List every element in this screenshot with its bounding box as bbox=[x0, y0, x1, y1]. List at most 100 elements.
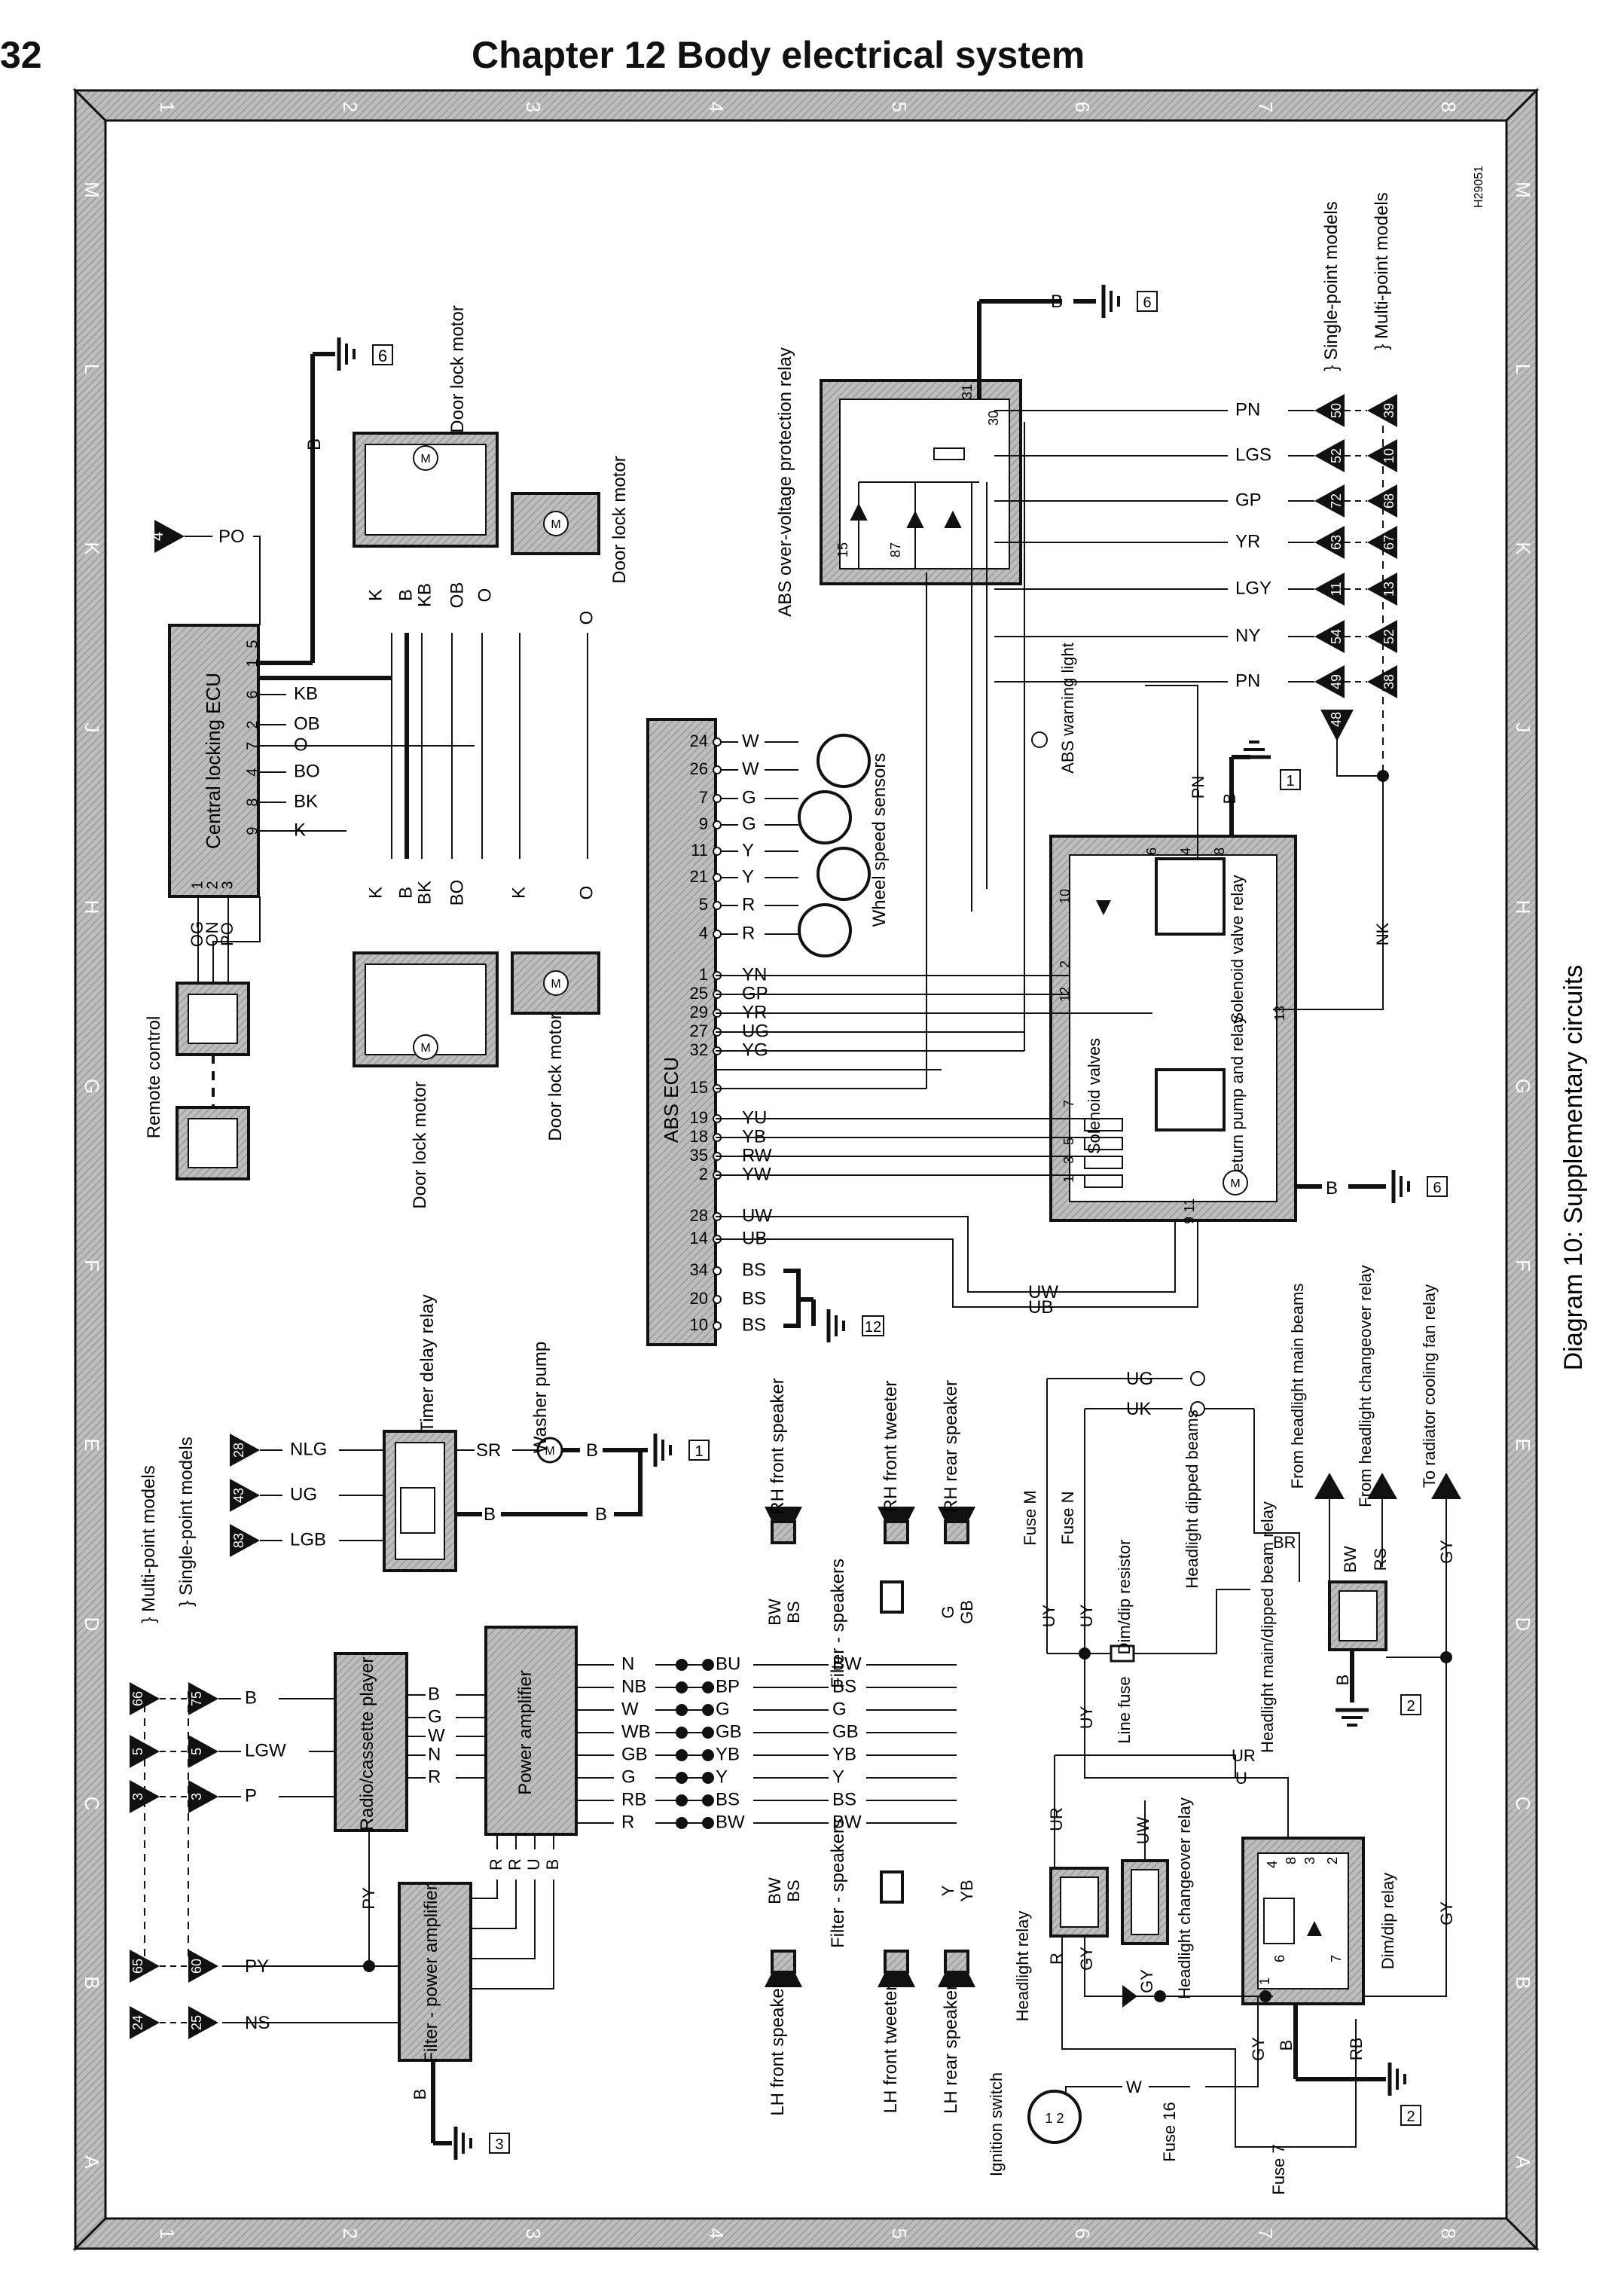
rs-wire-label: RS bbox=[1371, 1548, 1390, 1571]
lh_rear_wires-1: YB bbox=[957, 1880, 976, 1901]
cl-ecu-pin-4: 4 bbox=[244, 768, 261, 776]
abs-ecu-wire-17: YW bbox=[742, 1164, 771, 1184]
abs-ecu-wire-10: YR bbox=[742, 1002, 767, 1022]
abs-ecu-pin-15: 15 bbox=[690, 1078, 708, 1097]
filter-amp-wire-0: R bbox=[487, 1858, 505, 1870]
rh-front-tweeter-label: RH front tweeter bbox=[881, 1381, 901, 1513]
earth-6-hu bbox=[1394, 1170, 1409, 1203]
fuse-7-label: Fuse 7 bbox=[1269, 2144, 1288, 2194]
lh_front_wires-1: BS bbox=[784, 1880, 803, 1901]
abs-fuse-sp-label-1: 52 bbox=[1329, 448, 1344, 463]
earth-12-label: 12 bbox=[865, 1319, 881, 1336]
abs-fuse-sp-label-3: 63 bbox=[1329, 535, 1344, 550]
main-beams-arrow bbox=[1314, 1473, 1345, 1499]
amp-splice-b-3 bbox=[702, 1727, 714, 1739]
border-letter-right-L: L bbox=[1512, 364, 1534, 374]
cl-wire-kb-0: KB bbox=[294, 683, 318, 704]
lh-front-speaker-label: LH front speaker bbox=[768, 1982, 788, 2115]
abs-ecu-pin-terminal-5 bbox=[713, 873, 722, 882]
earth-6-cl-label: 6 bbox=[378, 347, 387, 365]
abs-feed-wire-lgs-1: LGS bbox=[1235, 444, 1271, 465]
abs-ecu-pin-34: 34 bbox=[690, 1260, 708, 1279]
remote-control-label: Remote control bbox=[144, 1016, 164, 1139]
border-number-bottom-3: 3 bbox=[522, 2228, 545, 2239]
main-dipped-b-label: B bbox=[1333, 1675, 1352, 1686]
washer-feed-lgb: LGB bbox=[290, 1529, 326, 1550]
cl-wire-o-2: O bbox=[294, 734, 308, 755]
cl-lower-wire-2: BK bbox=[414, 881, 435, 905]
ub-wire-label: UB bbox=[1028, 1297, 1053, 1318]
speaker-wire-a-1: BP bbox=[716, 1676, 740, 1696]
abs-ecu-pin-terminal-2 bbox=[713, 794, 722, 803]
py-wire-label: PY bbox=[359, 1887, 378, 1910]
sr-wire-label: SR bbox=[476, 1440, 501, 1461]
radio-feed-b: B bbox=[245, 1687, 257, 1708]
solenoid-valve-relay-label: Solenoid valve relay bbox=[1228, 875, 1247, 1024]
abs-ecu-pin-18: 18 bbox=[690, 1127, 708, 1146]
earth-2-main-label: 2 bbox=[1406, 1698, 1415, 1715]
uw-wire-2-label: UW bbox=[1134, 1816, 1152, 1844]
hu-pin-3-11: 3 bbox=[1061, 1156, 1076, 1164]
fuse-48-label: 48 bbox=[1329, 712, 1344, 727]
abs-fuse-mp-label-6: 38 bbox=[1381, 674, 1397, 689]
earth-6-hu-label: 6 bbox=[1433, 1180, 1441, 1196]
earth-3 bbox=[456, 2127, 471, 2160]
page-number: 32 bbox=[0, 34, 42, 76]
rh-front-speaker bbox=[771, 1520, 796, 1544]
ns_fuses-25 bbox=[188, 2006, 218, 2039]
lh_rear_wires-0: Y bbox=[939, 1885, 957, 1896]
abs-ecu-pin-35: 35 bbox=[690, 1146, 708, 1165]
rh-filter-speakers-label: Filter - speakers bbox=[828, 1559, 848, 1688]
abs-ecu-wire-4: Y bbox=[742, 840, 754, 860]
radio-wire-n: N bbox=[428, 1744, 441, 1764]
ovp-pin-15: 15 bbox=[835, 542, 850, 557]
speaker-wire-a-4: YB bbox=[716, 1744, 740, 1764]
cl-lower-wire-5: O bbox=[576, 886, 597, 900]
amp-splice-a-0 bbox=[676, 1659, 688, 1671]
abs-ecu-wire-16: RW bbox=[742, 1145, 772, 1165]
filter-power-amplifier-label: Filter - power amplifier bbox=[421, 1884, 441, 2063]
line-fuse-label: Line fuse bbox=[1115, 1676, 1134, 1743]
abs-ecu-wire-18: UW bbox=[742, 1205, 772, 1226]
amp-splice-a-1 bbox=[676, 1681, 688, 1693]
border-number-bottom-4: 4 bbox=[705, 2228, 728, 2239]
cl-upper-wire-2: KB bbox=[414, 583, 435, 607]
abs-ecu-pin-terminal-7 bbox=[713, 930, 722, 939]
washer-b1-label: B bbox=[586, 1440, 598, 1461]
abs-warning-light-label: ABS warning light bbox=[1058, 643, 1077, 774]
lh-filter-speaker bbox=[880, 1870, 904, 1904]
border-number-top-8: 8 bbox=[1437, 102, 1460, 112]
earth-6-cl bbox=[339, 337, 354, 371]
abs-ecu-pin-32: 32 bbox=[690, 1040, 708, 1059]
dim-dip-resistor-label: Dim/dip resistor bbox=[1115, 1540, 1134, 1655]
border-number-top-3: 3 bbox=[522, 102, 545, 112]
radio-fuse-sp-3 bbox=[188, 1780, 218, 1813]
abs-fuse-sp-50 bbox=[1314, 394, 1345, 427]
radio-wire-g: G bbox=[428, 1706, 442, 1727]
abs-ecu-wire-15: YB bbox=[742, 1126, 766, 1147]
earth-1-hu-label: 1 bbox=[1286, 773, 1294, 789]
abs-ecu-pin-7: 7 bbox=[699, 788, 708, 807]
abs-ecu-pin-20: 20 bbox=[690, 1289, 708, 1308]
amp-splice-a-5 bbox=[676, 1772, 688, 1784]
fuse-n-label: Fuse N bbox=[1058, 1492, 1077, 1545]
abs-ecu-wire-7: R bbox=[742, 923, 755, 943]
headlight-relay-pin-5: 6 bbox=[1272, 1955, 1287, 1962]
amp-splice-b-5 bbox=[702, 1772, 714, 1784]
abs-ecu-wire-12: YG bbox=[742, 1040, 768, 1060]
earth-6-ovp-label: 6 bbox=[1143, 295, 1151, 311]
abs-ecu-wire-9: GP bbox=[742, 983, 768, 1003]
border-number-bottom-2: 2 bbox=[339, 2228, 362, 2239]
cl-ecu-pin-2: 2 bbox=[244, 720, 261, 728]
rh-front-speaker-label: RH front speaker bbox=[768, 1378, 788, 1514]
speaker-wire-a-5: Y bbox=[716, 1767, 728, 1787]
border-number-top-4: 4 bbox=[705, 102, 728, 112]
abs-ecu-pin-28: 28 bbox=[690, 1206, 708, 1225]
border-number-bottom-6: 6 bbox=[1071, 2228, 1094, 2239]
speaker-wire-b-6: BS bbox=[832, 1789, 856, 1809]
py-feed-label: PY bbox=[245, 1956, 269, 1977]
hu-pin-10-0: 10 bbox=[1058, 889, 1073, 904]
border-letter-left-C: C bbox=[81, 1797, 103, 1811]
radio-fuse-mp-label-2: 3 bbox=[130, 1793, 145, 1800]
